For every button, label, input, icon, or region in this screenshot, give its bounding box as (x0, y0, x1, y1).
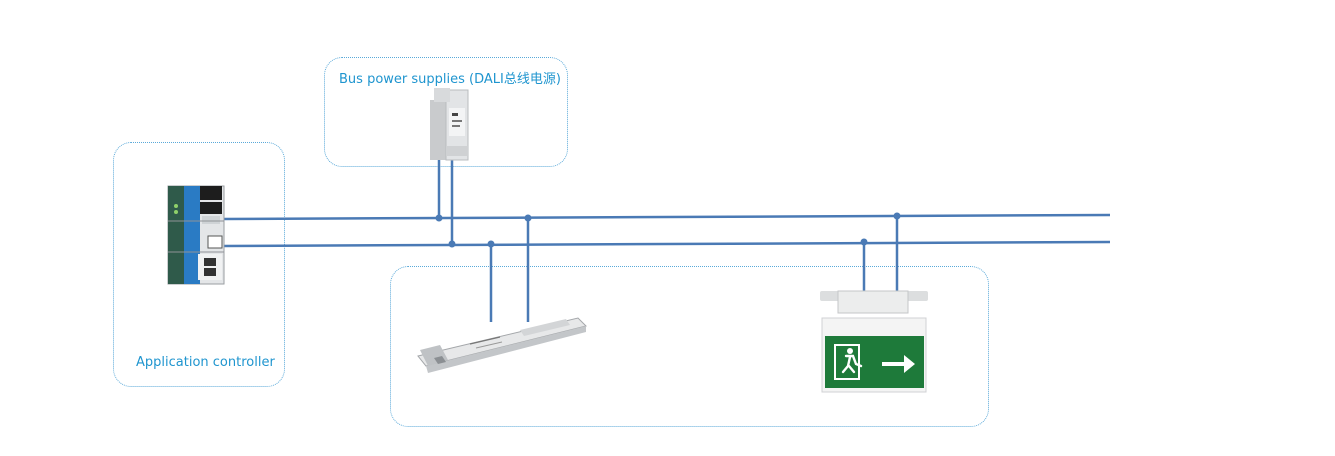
bus-power-supplies-label: Bus power supplies (DALI总线电源) (339, 72, 561, 87)
junction (860, 238, 868, 246)
junction (893, 212, 901, 220)
led-driver-icon (417, 317, 587, 373)
junction (524, 214, 532, 222)
application-controller-icon (167, 185, 225, 285)
application-controller-label: Application controller (136, 355, 275, 370)
exit-sign-icon (820, 290, 928, 393)
dali-bus-wires (221, 160, 1111, 322)
bus-devices-group (390, 266, 989, 427)
junction (448, 240, 456, 248)
bus-power-supplies-group (324, 57, 568, 167)
application-controller-group (113, 142, 285, 387)
junction (435, 214, 443, 222)
bus-line-lower (221, 240, 1111, 248)
bus-line-upper (221, 213, 1111, 221)
bus-junctions (435, 212, 901, 248)
junction (487, 240, 495, 248)
power-supply-icon (430, 88, 469, 161)
